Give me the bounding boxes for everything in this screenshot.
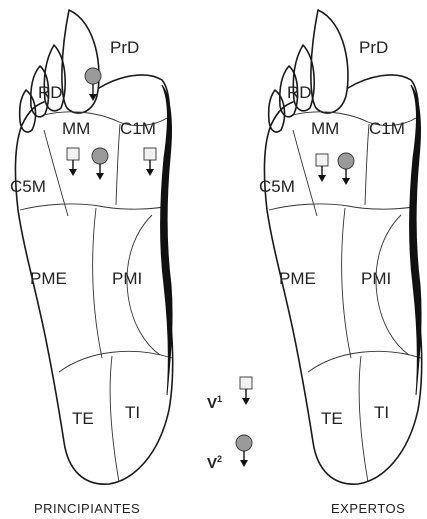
region-label-mm: MM xyxy=(62,119,90,138)
legend-item-v1: V1 xyxy=(207,377,252,412)
circle-marker-mm xyxy=(338,153,354,185)
legend-label-v2: V2 xyxy=(207,454,222,472)
region-label-ti: TI xyxy=(374,403,389,422)
legend-label-v1: V1 xyxy=(207,394,222,412)
region-label-c1m: C1M xyxy=(120,119,156,138)
circle-marker-icon xyxy=(236,435,252,451)
legend-item-v2: V2 xyxy=(207,435,252,472)
region-label-pme: PME xyxy=(30,269,67,288)
square-marker-icon xyxy=(240,377,252,389)
region-label-te: TE xyxy=(321,409,343,428)
circle-marker-mm xyxy=(92,148,108,180)
square-marker-mm xyxy=(67,148,79,176)
region-label-ti: TI xyxy=(125,403,140,422)
caption-expertos: EXPERTOS xyxy=(331,501,405,516)
foot-expertos: PrD RD MM C1M C5M PME PMI TE TI xyxy=(259,10,422,484)
region-label-pmi: PMI xyxy=(112,269,142,288)
region-label-pmi: PMI xyxy=(361,269,391,288)
legend: V1 V2 xyxy=(207,377,252,472)
region-label-te: TE xyxy=(72,409,94,428)
foot-principiantes: PrD RD MM C1M C5M PME PMI TE TI xyxy=(10,10,173,484)
region-label-c5m: C5M xyxy=(10,177,46,196)
region-label-mm: MM xyxy=(311,119,339,138)
square-marker-mm xyxy=(316,154,328,182)
region-label-c1m: C1M xyxy=(369,119,405,138)
region-label-prd: PrD xyxy=(110,38,139,57)
square-marker-c1m xyxy=(144,148,156,176)
region-label-rd: RD xyxy=(287,83,312,102)
caption-principiantes: PRINCIPIANTES xyxy=(34,501,140,516)
region-label-pme: PME xyxy=(279,269,316,288)
region-label-prd: PrD xyxy=(359,38,388,57)
region-label-rd: RD xyxy=(38,83,63,102)
region-label-c5m: C5M xyxy=(259,177,295,196)
